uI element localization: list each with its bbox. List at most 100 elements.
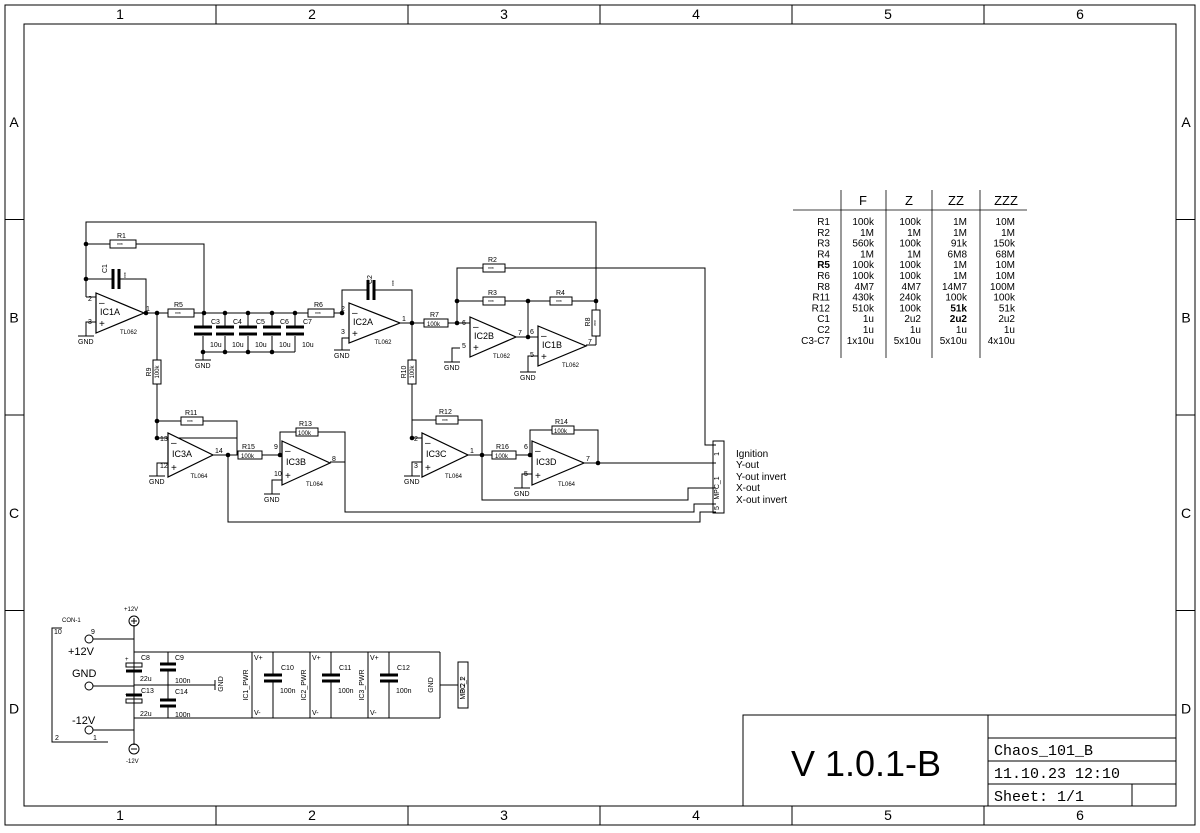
frame-col-label-top: 5: [884, 6, 892, 22]
opamp-name: IC3A: [172, 449, 192, 459]
opamp-pin-non: 3: [341, 329, 345, 336]
ground-symbol: GND: [195, 359, 211, 370]
table-cell: 100k: [852, 271, 875, 282]
cap-label: C7: [303, 319, 312, 326]
resistor-r8: R8 ***: [585, 309, 601, 337]
junction-dots: [83, 241, 601, 466]
opamp-pin-non: 5: [530, 352, 534, 359]
ground-label: GND: [149, 479, 165, 486]
frame-col-label-top: 2: [308, 6, 316, 22]
con1-name: CON-1: [62, 618, 81, 624]
frame-col-label-bottom: 4: [692, 807, 700, 823]
table-cell: 5x10u: [940, 336, 967, 347]
c14-value: 100n: [175, 712, 191, 719]
table-cell: 10M: [996, 271, 1015, 282]
resistor-r16: R16 100k: [491, 444, 517, 460]
supply-minus-label: -12V: [126, 759, 139, 765]
mpc1-output-label: Y-out invert: [736, 472, 786, 483]
opamp-plus-sign: +: [473, 343, 479, 354]
ground-label: GND: [334, 353, 350, 360]
table-cell: 5x10u: [894, 336, 921, 347]
r4-value: ***: [556, 300, 562, 306]
table-cell: 10M: [996, 217, 1015, 228]
opamp-plus-sign: +: [425, 463, 431, 474]
table-cell: 4M7: [902, 282, 922, 293]
opamp-plus-sign: +: [535, 471, 541, 482]
opamp-pin-inv: 2: [414, 436, 418, 443]
resistor-r3: R3 ***: [482, 290, 506, 306]
c9-value: 100n: [175, 678, 191, 685]
opamp-plus-sign: +: [99, 319, 105, 330]
r8-label: R8: [585, 317, 592, 326]
ground-label: GND: [404, 479, 420, 486]
ground-label: GND: [195, 363, 211, 370]
ground-label: GND: [444, 365, 460, 372]
frame-row-label-right: C: [1181, 505, 1191, 521]
table-row-label: C1: [817, 314, 830, 325]
drawing-date: 11.10.23 12:10: [994, 766, 1120, 783]
pwr-label: IC1_PWR: [243, 669, 250, 700]
opamp-pin-non: 12: [160, 463, 168, 470]
table-cell: 1M: [1001, 228, 1015, 239]
cap-value: 10u: [279, 342, 291, 349]
table-col-header: ZZZ: [994, 193, 1018, 208]
opamp-pin-out: 7: [518, 330, 522, 337]
r12-label: R12: [439, 409, 452, 416]
frame-col-label-bottom: 6: [1076, 807, 1084, 823]
resistor-r2: R2 ***: [482, 257, 506, 273]
cap-label: C11: [339, 665, 351, 672]
mpc1-output-label: Ignition: [736, 449, 768, 460]
cap-value: 100n: [338, 688, 354, 695]
opamp-plus-sign: +: [285, 471, 291, 482]
power-gnd-label: GND: [218, 676, 225, 692]
opamp-body: [348, 302, 402, 344]
opamp-plus-sign: +: [171, 463, 177, 474]
ground-symbol: GND: [514, 487, 530, 498]
opamp-type: TL062: [562, 363, 580, 369]
pwr-label: IC3_PWR: [359, 669, 366, 700]
opamp-pin-inv: 9: [274, 444, 278, 451]
c8-label: C8: [141, 655, 150, 662]
c13-value: 22u: [140, 711, 152, 718]
table-cell: 100k: [899, 239, 922, 250]
frame-col-label-bottom: 3: [500, 807, 508, 823]
opamp-body: [537, 325, 588, 367]
capacitor-c1: C1 ***: [102, 264, 130, 289]
opamp-pin-non: 10: [274, 471, 282, 478]
frame-col-label-top: 4: [692, 6, 700, 22]
r3-label: R3: [488, 290, 497, 297]
opamp-pin-non: 3: [414, 463, 418, 470]
opamp-body: [531, 440, 586, 486]
resistor-r13: R13 100k: [295, 421, 319, 437]
opamp-name: IC2B: [474, 331, 494, 341]
table-cell: 100k: [993, 293, 1016, 304]
opamp-pin-inv: 6: [524, 444, 528, 451]
table-cell: 1u: [863, 314, 874, 325]
mpc1-name: MPC_1: [714, 476, 721, 499]
table-cell: 51k: [999, 303, 1016, 314]
r12-value: ***: [442, 419, 448, 425]
opamp-name: IC3D: [536, 457, 557, 467]
cap-label: C4: [233, 319, 242, 326]
opamp-pin-out: 1: [402, 316, 406, 323]
r9-value: 100k: [155, 364, 161, 378]
title-block: V 1.0.1-B Chaos_101_B 11.10.23 12:10 She…: [742, 714, 1176, 806]
mpc1-pin5: 5: [714, 506, 721, 510]
pwr-vplus: V+: [312, 655, 321, 662]
table-cell: 150k: [993, 239, 1016, 250]
table-cell: 100M: [990, 282, 1015, 293]
table-row-label: R12: [812, 303, 831, 314]
ground-symbol: GND: [404, 475, 420, 486]
pwr-label: IC2_PWR: [301, 669, 308, 700]
con1-pin10: 10: [54, 629, 62, 636]
cap-label: C12: [397, 665, 410, 672]
opamp-minus-sign: –: [425, 438, 431, 449]
